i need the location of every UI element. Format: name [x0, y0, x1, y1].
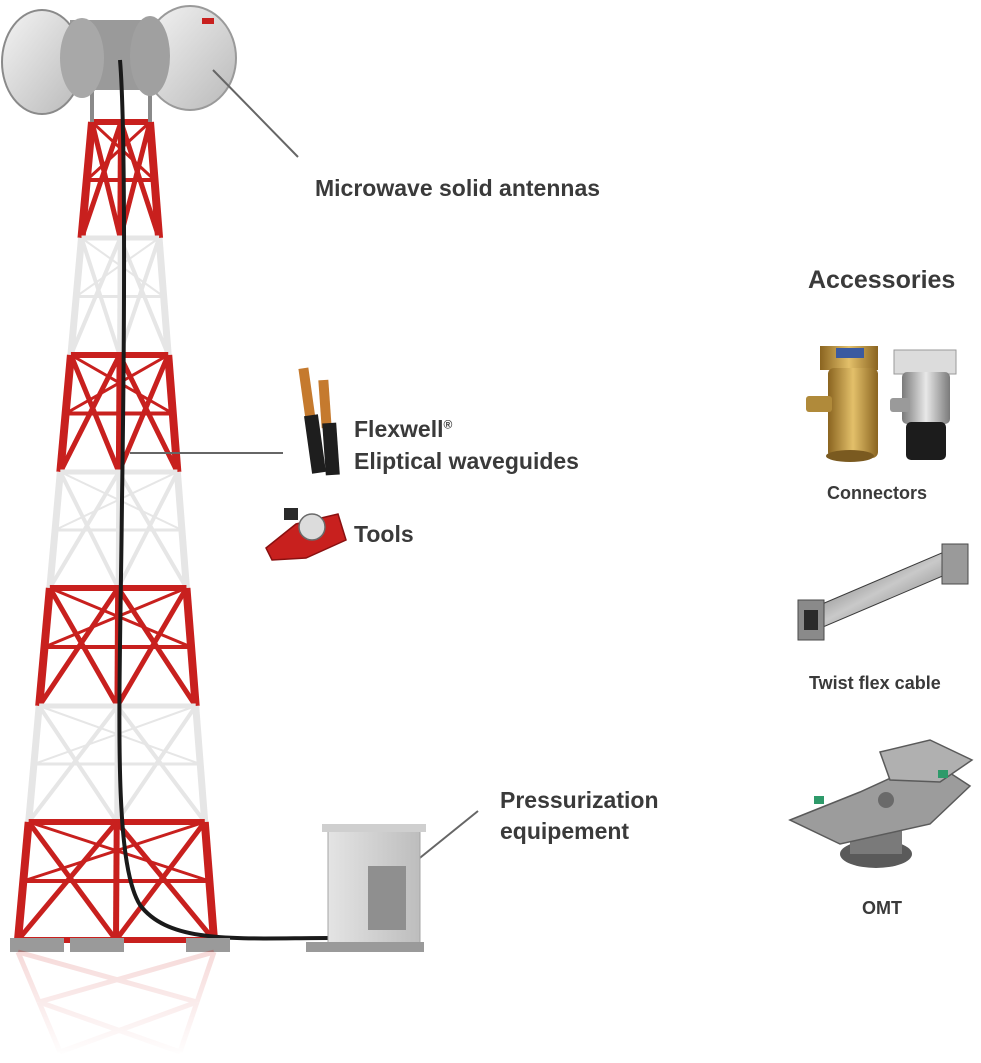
tower-brace — [117, 470, 189, 590]
omt-icon — [788, 739, 974, 868]
tower-brace — [22, 820, 206, 883]
tower-brace — [89, 121, 123, 239]
tower-brace — [79, 237, 122, 356]
tool-icon — [265, 508, 347, 561]
tower-brace — [58, 353, 122, 474]
accessory-label-twist-flex-cable: Twist flex cable — [809, 673, 941, 693]
accessory-label-connectors: Connectors — [827, 483, 928, 503]
reflection-fade — [0, 952, 440, 1058]
registered-mark: ® — [443, 417, 453, 432]
tower-brace — [27, 704, 120, 824]
twist-flex-cable-icon — [797, 543, 969, 641]
tower-brace — [117, 237, 161, 356]
accessories-title: Accessories — [808, 266, 956, 294]
tower-brace — [68, 354, 122, 473]
tower-brace — [85, 120, 152, 182]
tower-brace — [69, 237, 123, 356]
tower-brace — [116, 471, 180, 589]
tower-brace — [118, 237, 171, 356]
label-microwave-antennas: Microwave solid antennas — [315, 175, 601, 201]
tower-brace — [115, 704, 207, 824]
tower-brace — [48, 470, 121, 590]
label-pressurization-line2: equipement — [500, 818, 630, 844]
tower-brace — [114, 820, 216, 942]
tower-brace — [58, 471, 120, 589]
tower-leg — [77, 121, 96, 239]
label-tools: Tools — [354, 521, 414, 547]
accessory-label-omt: OMT — [862, 898, 902, 918]
tower-brace — [47, 586, 120, 708]
waveguide-cable-icon — [298, 367, 340, 476]
tower-brace — [26, 820, 119, 942]
label-flexwell: Flexwell® — [354, 414, 452, 445]
microwave-antenna-icon — [1, 5, 237, 115]
lattice-tower — [14, 40, 218, 943]
tower-brace — [54, 471, 178, 531]
tower-brace — [114, 820, 207, 942]
connector-icon — [806, 346, 957, 462]
tower-brace — [16, 820, 119, 942]
tower-brace — [115, 586, 189, 708]
tower-footings — [10, 938, 230, 952]
waveguide-run — [117, 59, 400, 941]
label-eliptical-waveguides: Eliptical waveguides — [354, 448, 579, 474]
tower-brace — [33, 705, 197, 765]
label-pressurization-line1: Pressurization — [500, 787, 659, 813]
tower-brace — [28, 820, 210, 883]
tower-brace — [43, 586, 188, 649]
label-flexwell-text: Flexwell — [354, 416, 444, 442]
tower-brace — [37, 586, 121, 708]
tower-brace — [116, 586, 198, 708]
tower-brace — [37, 704, 119, 824]
tower-brace — [116, 354, 171, 473]
tower-brace — [115, 704, 198, 824]
tower-brace — [75, 237, 160, 298]
tower-brace — [64, 353, 169, 415]
pressurization-cabinet-icon — [306, 824, 426, 952]
